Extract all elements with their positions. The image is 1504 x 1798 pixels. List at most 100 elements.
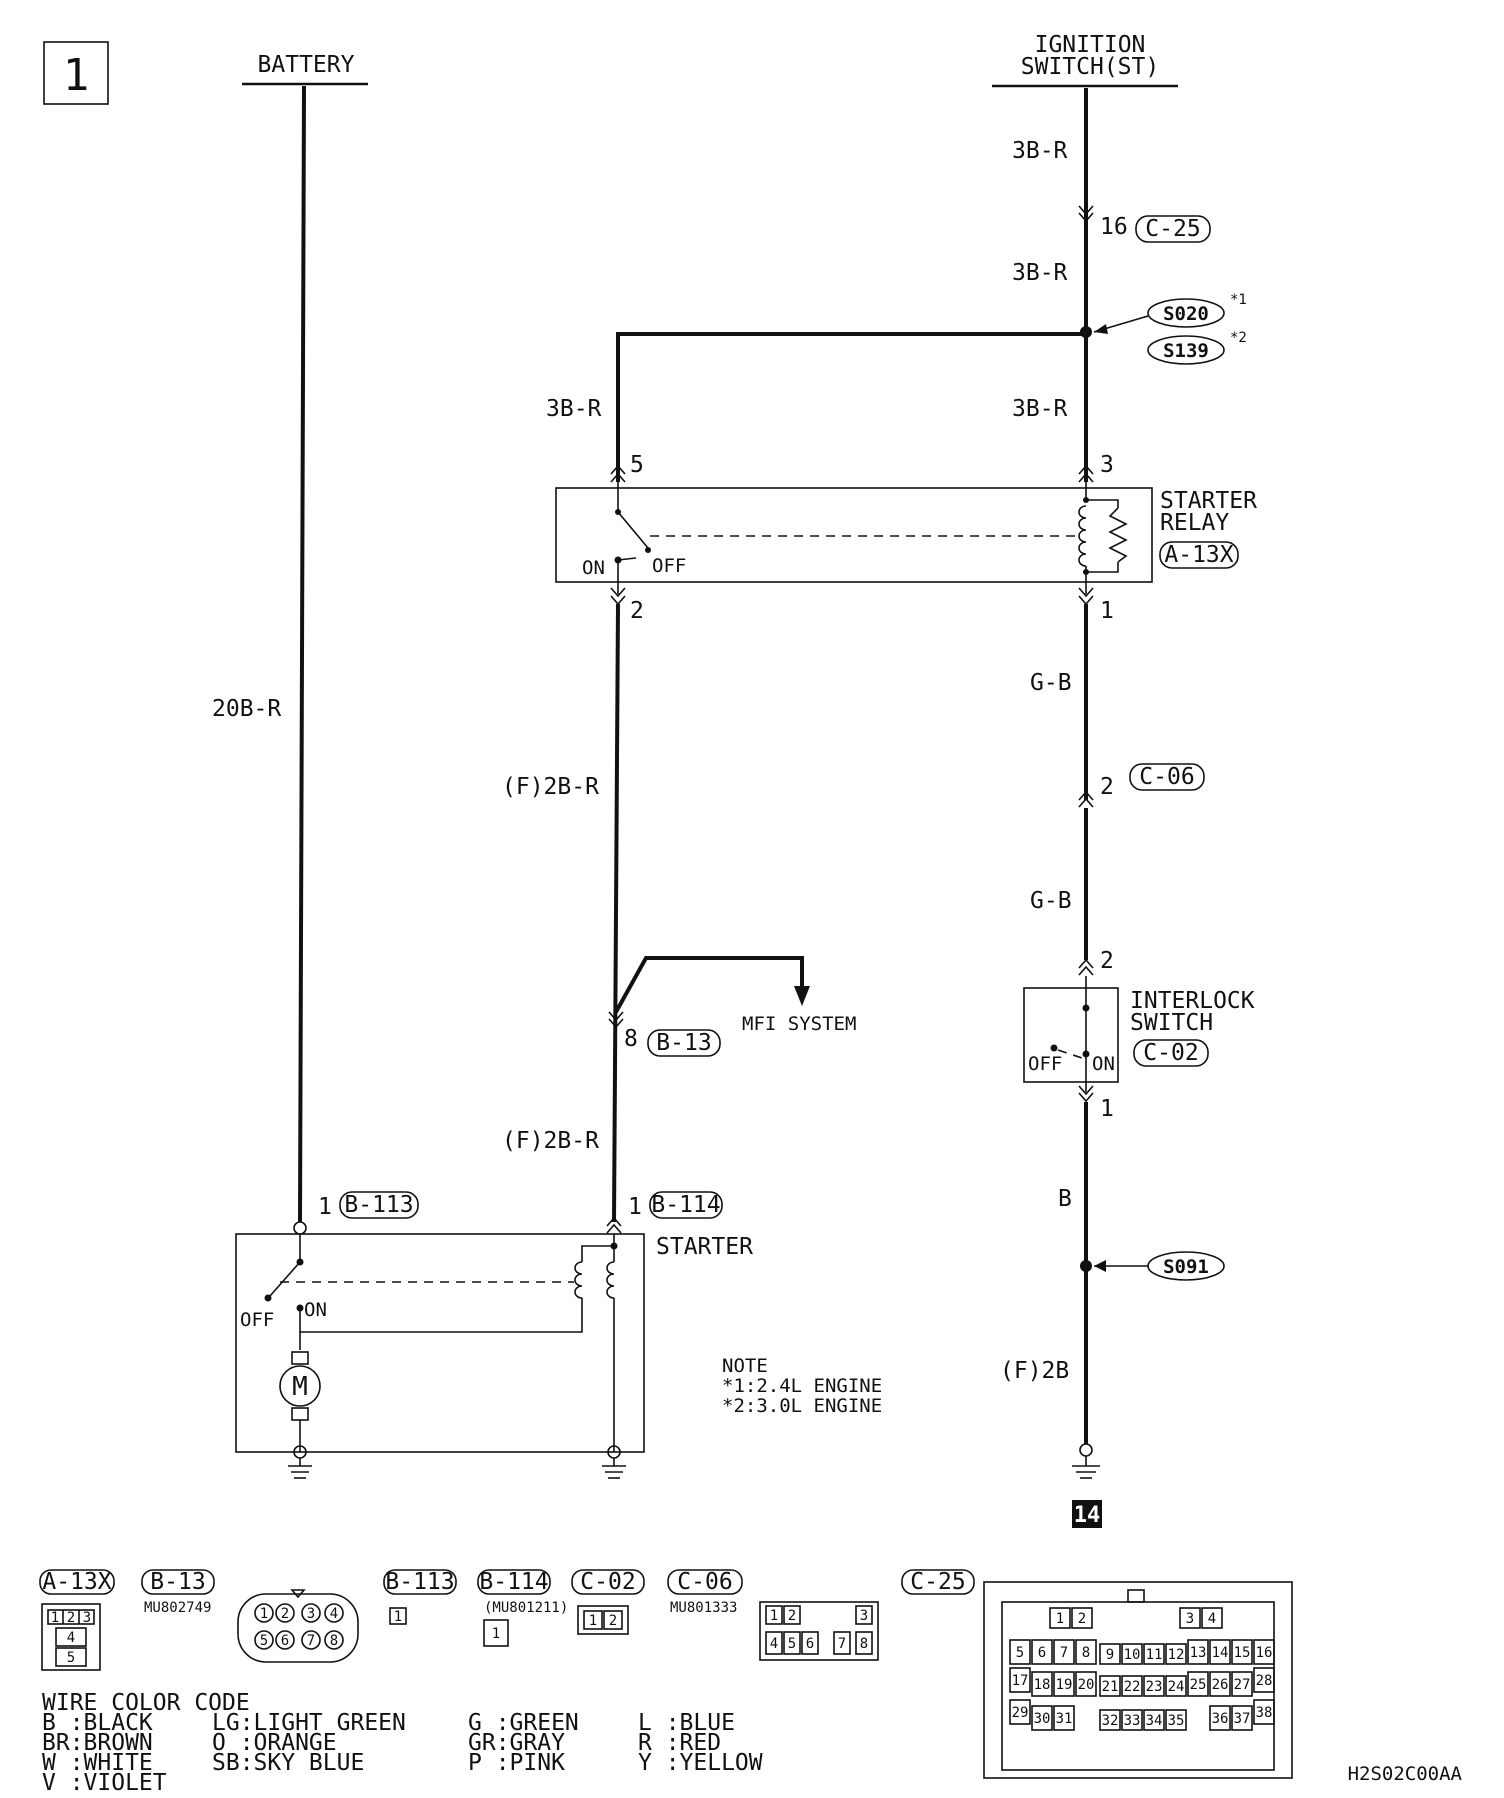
relay-pin-1: 1 [1100, 598, 1114, 624]
splice-s020-id: S020 [1163, 303, 1209, 325]
cv-c25-pin-cell [1049, 1607, 1071, 1629]
starter-off-label: OFF [240, 1309, 274, 1331]
cv-a13x-pin3: 3 [83, 1610, 91, 1626]
mfi-system-label: MFI SYSTEM [742, 1013, 856, 1035]
cv-c25-pin-cell [1209, 1639, 1231, 1665]
motor-symbol: M [292, 1372, 308, 1402]
cv-c25-pin: 32 [1102, 1713, 1119, 1729]
interlock-pin-bottom: 1 [1100, 1096, 1114, 1122]
cv-c25-pin: 7 [1060, 1645, 1068, 1661]
cv-c02-id: C-02 [580, 1569, 635, 1595]
cv-c25-pin-cell [1053, 1671, 1075, 1697]
cv-c02-pin1: 1 [589, 1613, 597, 1629]
cv-c25-pin: 25 [1190, 1677, 1207, 1693]
wcc-gr: GR:GRAY [468, 1730, 565, 1756]
cv-b13-pin2: 2 [281, 1606, 289, 1622]
wcc-r: R :RED [638, 1730, 721, 1756]
relay-label-line1: STARTER [1160, 488, 1257, 514]
cv-c25-pin-cell [1201, 1607, 1223, 1629]
wcc-o: O :ORANGE [212, 1730, 337, 1756]
splice-s139-id: S139 [1163, 340, 1209, 362]
ground-ref: 14 [1074, 1503, 1101, 1528]
cv-b13-pin8: 8 [330, 1633, 338, 1649]
cv-c06-pin7: 7 [838, 1636, 846, 1652]
cv-c25-pin-cell [1099, 1643, 1121, 1665]
cv-c25-pin-cell [1187, 1639, 1209, 1665]
cv-c25-pin: 27 [1234, 1677, 1251, 1693]
starter-on-label: ON [304, 1299, 327, 1321]
cv-c25-pin: 33 [1124, 1713, 1141, 1729]
cv-a13x-id: A-13X [42, 1569, 111, 1595]
cv-b13-pin1: 1 [260, 1606, 268, 1622]
starter-relay: 5 3 ON OFF 2 1 STARTER RELAY [555, 452, 1257, 624]
cv-c25-pin-cell [1099, 1709, 1121, 1731]
page-number-box: 1 [43, 41, 109, 105]
cv-c25-pin: 17 [1012, 1673, 1029, 1689]
cv-b114-part: (MU801211) [484, 1600, 568, 1616]
cv-b13-pin5: 5 [260, 1633, 268, 1649]
b114-pin: 1 [628, 1194, 642, 1220]
to-ground-label: (F)2B [1000, 1358, 1069, 1384]
cv-c25-pin-cell [1053, 1705, 1075, 1731]
cv-b13-part: MU802749 [144, 1600, 211, 1616]
c06-to-interlock-label: G-B [1030, 888, 1072, 914]
wcc-v: V :VIOLET [42, 1770, 167, 1796]
interlock-pin-top: 2 [1100, 948, 1114, 974]
cv-b114-id: B-114 [479, 1569, 548, 1595]
cv-c25-pin-cell [1253, 1667, 1275, 1693]
cv-b13-pins: 1 2 3 4 5 6 7 8 [254, 1603, 344, 1650]
cv-c25-pin-cell [1075, 1639, 1097, 1665]
relay-pin-2: 2 [630, 598, 644, 624]
starter-motor-unit: 1 B-113 1 B-114 STARTER OFF ON M [235, 1191, 753, 1479]
splice-s020: S020 *1 [1147, 292, 1247, 328]
cv-c25-pin-cell [1165, 1643, 1187, 1665]
interlock-label-line1: INTERLOCK [1130, 988, 1255, 1014]
interlock-out-label: B [1058, 1186, 1072, 1212]
cv-c06-part: MU801333 [670, 1600, 737, 1616]
cv-c25-pin-cell [1143, 1675, 1165, 1697]
cv-c06-id: C-06 [677, 1569, 732, 1595]
cv-c25-pin: 28 [1256, 1673, 1273, 1689]
cv-c25-pin: 16 [1256, 1645, 1273, 1661]
diagram-code: H2S02C00AA [1348, 1763, 1463, 1785]
cv-c25-pin-cell [1253, 1639, 1275, 1665]
cv-c25-pin: 13 [1190, 1645, 1207, 1661]
c25-connector-mark [1078, 205, 1094, 223]
cv-c25-pin-cell [1121, 1675, 1143, 1697]
cv-c06-pin3: 3 [860, 1608, 868, 1624]
wcc-title: WIRE COLOR CODE [42, 1690, 250, 1716]
interlock-off-label: OFF [1028, 1053, 1062, 1075]
relay-on-label: ON [582, 557, 605, 579]
ignition-switch-source: IGNITION SWITCH(ST) [992, 32, 1178, 88]
cv-c06-pin2: 2 [788, 1608, 796, 1624]
cv-c25-pin-cell [1231, 1705, 1253, 1731]
cv-c25-pin: 23 [1146, 1679, 1163, 1695]
cv-c25-pin: 2 [1078, 1611, 1086, 1627]
b113-pin: 1 [318, 1194, 332, 1220]
cv-b13-pin3: 3 [307, 1606, 315, 1622]
wcc-w: W :WHITE [42, 1750, 153, 1776]
cv-c06-pin8: 8 [860, 1636, 868, 1652]
cv-c25-pin: 9 [1106, 1647, 1114, 1663]
cv-c25-pin-cell [1071, 1607, 1093, 1629]
cv-b13-pin7: 7 [307, 1633, 315, 1649]
cv-c25-pin-cell [1231, 1671, 1253, 1697]
cv-c25-pin-cell [1099, 1675, 1121, 1697]
ign-upper-label: 3B-R [1012, 138, 1068, 164]
cv-c02-pin2: 2 [609, 1613, 617, 1629]
cv-c25-pin-cell [1009, 1639, 1031, 1665]
cv-c25-pin-cell [1009, 1667, 1031, 1693]
wcc-br: BR:BROWN [42, 1730, 153, 1756]
relay-label-line2: RELAY [1160, 510, 1229, 536]
mfi-branch-wire [614, 956, 804, 1013]
wcc-lg: LG:LIGHT GREEN [212, 1710, 406, 1736]
cv-c25-pin: 22 [1124, 1679, 1141, 1695]
note-line1: *1:2.4L ENGINE [722, 1375, 882, 1397]
splice-s139-note: *2 [1230, 330, 1247, 346]
cv-c25-pin: 26 [1212, 1677, 1229, 1693]
splice-s091: S091 [1147, 1251, 1225, 1281]
cv-c25-pin: 15 [1234, 1645, 1251, 1661]
cv-c25-pin: 38 [1256, 1705, 1273, 1721]
cv-b13-pin6: 6 [281, 1633, 289, 1649]
relay-out-label: G-B [1030, 670, 1072, 696]
